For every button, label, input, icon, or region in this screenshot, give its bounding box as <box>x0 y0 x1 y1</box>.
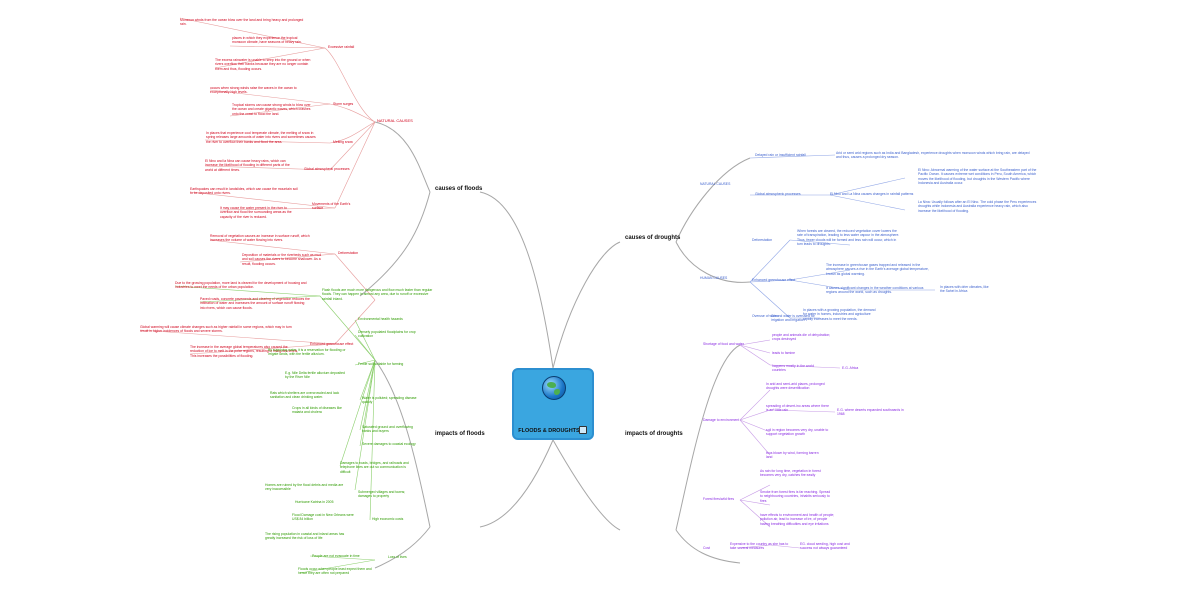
leaf-green-droughts-b: It causes significant changes in the wea… <box>826 286 924 295</box>
leaf-short-1: leads to famine <box>772 351 795 355</box>
node-forest-fires[interactable]: Forest fires/wild fires <box>703 497 735 501</box>
leaf-short-note: E.G. Africa <box>842 366 859 370</box>
branch-causes-of-floods[interactable]: causes of floods <box>435 186 483 192</box>
leaf-la-nina: La Nina: Usually follows after an El Nin… <box>918 200 1037 213</box>
impact-flood-8[interactable]: High economic costs <box>372 517 404 521</box>
leaf-rain-tropical: places in which they experience the trop… <box>232 36 302 45</box>
root-node[interactable]: FLOODS & DROUGHTS <box>512 368 594 440</box>
leaf-urban-b: Paved roads, concrete pavements and clea… <box>200 297 310 310</box>
node-melting-snow[interactable]: Melting snow <box>333 140 353 144</box>
leaf-storm-winds: occurs when strong winds raise the waves… <box>210 86 297 95</box>
node-damage-env[interactable]: Damage to environment <box>703 418 740 422</box>
node-human-causes[interactable]: HUMAN CAUSES <box>700 276 728 280</box>
leaf-short-0: people and animals die of dehydration; c… <box>772 333 831 342</box>
node-global-atm-floods[interactable]: Global atmospheric processes <box>304 167 350 171</box>
root-title: FLOODS & DROUGHTS <box>518 428 580 434</box>
node-storm-surges[interactable]: Storm surges <box>333 102 354 106</box>
leaf-melting: In places that experience cool temperate… <box>206 131 316 144</box>
leaf-flood-fertile-b: E.g. Nile Delta fertile alluvium deposit… <box>285 371 345 380</box>
node-natural-causes-droughts[interactable]: NATURAL CAUSES <box>700 182 731 186</box>
impact-flood-7[interactable]: Submerged villages and towns; damages to… <box>358 490 406 499</box>
leaf-short-2: happens mostly in the world countries <box>772 364 815 373</box>
leaf-flood-detail-4: Flood Damage cost in New Orleans were US… <box>292 513 354 522</box>
leaf-env-note: E.G. where deserts expanded southwards i… <box>837 408 904 417</box>
leaf-rain-excess: The excess rainwater is unable to seep i… <box>215 58 311 71</box>
branch-impacts-of-floods[interactable]: impacts of floods <box>435 431 485 437</box>
impact-flood-3[interactable]: Water is polluted; spreading disease qui… <box>362 396 417 405</box>
leaf-flood-detail-3: Hurricane Katrina in 2005 <box>295 500 334 504</box>
node-deforestation-droughts[interactable]: Deforestation <box>752 238 773 242</box>
leaf-forest-1: Smoke from forest fires is far reaching.… <box>760 490 831 503</box>
leaf-overuse: Ground water is overused for irrigation … <box>771 314 815 323</box>
leaf-flood-detail-0: Rats which shelters are overcrowded and … <box>270 391 340 400</box>
leaf-global-atm-floods: El Nino and la Nina can cause heavy rain… <box>205 159 290 172</box>
impact-flood-6[interactable]: Damages to roads, bridges, and railroads… <box>340 461 409 474</box>
expand-icon[interactable] <box>579 426 587 434</box>
node-movements[interactable]: Movements of the Earth's surface <box>312 202 351 211</box>
leaf-forest-2: have effects to environment and health o… <box>760 513 835 526</box>
leaf-overuse-b: In places with a growing population, the… <box>803 308 876 321</box>
leaf-storm-tropical: Tropical storms can cause strong winds t… <box>232 103 311 116</box>
leaf-green-droughts-a: The increase in greenhouse gases trapped… <box>826 263 929 276</box>
node-urbanization[interactable]: Flash floods are much more dangerous and… <box>322 288 433 301</box>
leaf-flood-detail-2: Homes are ruined by the flood debris and… <box>265 483 344 492</box>
node-el-nino[interactable]: El Nino and La Nina causes changes in ra… <box>830 192 914 196</box>
leaf-env-0: In arid and semi-arid places, prolonged … <box>766 382 825 391</box>
node-natural-causes-floods[interactable]: NATURAL CAUSES <box>377 118 413 123</box>
impact-flood-9[interactable]: Loss of lives <box>388 555 407 559</box>
leaf-flood-fertile-a: By supplying water, it is a reservation … <box>268 348 346 357</box>
node-overuse[interactable]: Overuse of water <box>752 314 778 318</box>
node-greenhouse-droughts[interactable]: Enhanced greenhouse effect <box>752 278 796 282</box>
branch-causes-of-droughts[interactable]: causes of droughts <box>625 235 681 241</box>
leaf-defor-a: Removal of vegetation causes an increase… <box>210 234 310 243</box>
branch-impacts-of-droughts[interactable]: impacts of droughts <box>625 431 683 437</box>
leaf-defor-b: Deposition of materials or the riverbeds… <box>242 253 322 266</box>
leaf-delayed: Arid or semi arid regions such as India … <box>836 151 1030 160</box>
leaf-cost: Expensive to the country as she has to t… <box>730 542 789 551</box>
leaf-el-nino: El Nino: Abnormal warming of the water s… <box>918 168 1037 186</box>
node-shortage[interactable]: Shortage of food and water <box>703 342 744 346</box>
node-excessive-rainfall[interactable]: Excessive rainfall <box>328 45 355 49</box>
leaf-rain-monsoon: Monsoon winds from the ocean blow over t… <box>180 18 304 27</box>
leaf-cost-note: EG. cloud seeding, high cost and success… <box>800 542 850 551</box>
leaf-green-droughts-c: In places with drier climates, like the … <box>940 285 989 294</box>
leaf-flood-detail-7: Floods occur when people least expect th… <box>298 567 372 576</box>
impact-flood-2[interactable]: Fertile soil suitable for farming <box>358 362 404 366</box>
leaf-green-a: Global warming will cause climate change… <box>140 325 292 334</box>
leaf-urban-a: Due to the growing population, more land… <box>175 281 307 290</box>
impact-flood-0[interactable]: Environmental health hazards <box>358 317 403 321</box>
leaf-flood-detail-1: Crops in all kinds of diseases like mala… <box>292 406 342 415</box>
impact-flood-1[interactable]: Densely populated floodplains for crop c… <box>358 330 416 339</box>
node-delayed-rain[interactable]: Delayed rain or insufficient rainfall <box>755 153 806 157</box>
leaf-defor-droughts: When forests are cleared, the reduced ve… <box>797 229 900 247</box>
leaf-env-3: thus blown by wind, forming barren land <box>766 451 819 460</box>
leaf-earthquake: Earthquakes can result in landslides, wh… <box>190 187 298 196</box>
leaf-earthquake-b: It may cause the water present in the ri… <box>220 206 292 219</box>
leaf-forest-0: As rain for long time, vegetation in for… <box>760 469 821 478</box>
leaf-env-1: spreading of desert-ino areas where ther… <box>766 404 829 413</box>
node-global-atm-droughts[interactable]: Global atmospheric processes <box>755 192 801 196</box>
impact-flood-4[interactable]: Saturated ground and overflowing banks a… <box>362 425 413 434</box>
impact-flood-5[interactable]: Severe damages to coastal ecology <box>362 442 416 446</box>
leaf-green-b: The increase in the average global tempe… <box>190 345 299 358</box>
leaf-flood-detail-5: The rising population in coastal and inl… <box>265 532 345 541</box>
node-deforestation-floods[interactable]: Deforestation <box>338 251 359 255</box>
node-cost[interactable]: Cost <box>703 546 710 550</box>
leaf-env-2: soil in region becomes very dry, unable … <box>766 428 829 437</box>
leaf-flood-detail-6: People are not evacuate in time <box>312 554 360 558</box>
globe-icon <box>542 376 566 400</box>
node-greenhouse-floods[interactable]: Enhanced greenhouse effect <box>310 342 354 346</box>
